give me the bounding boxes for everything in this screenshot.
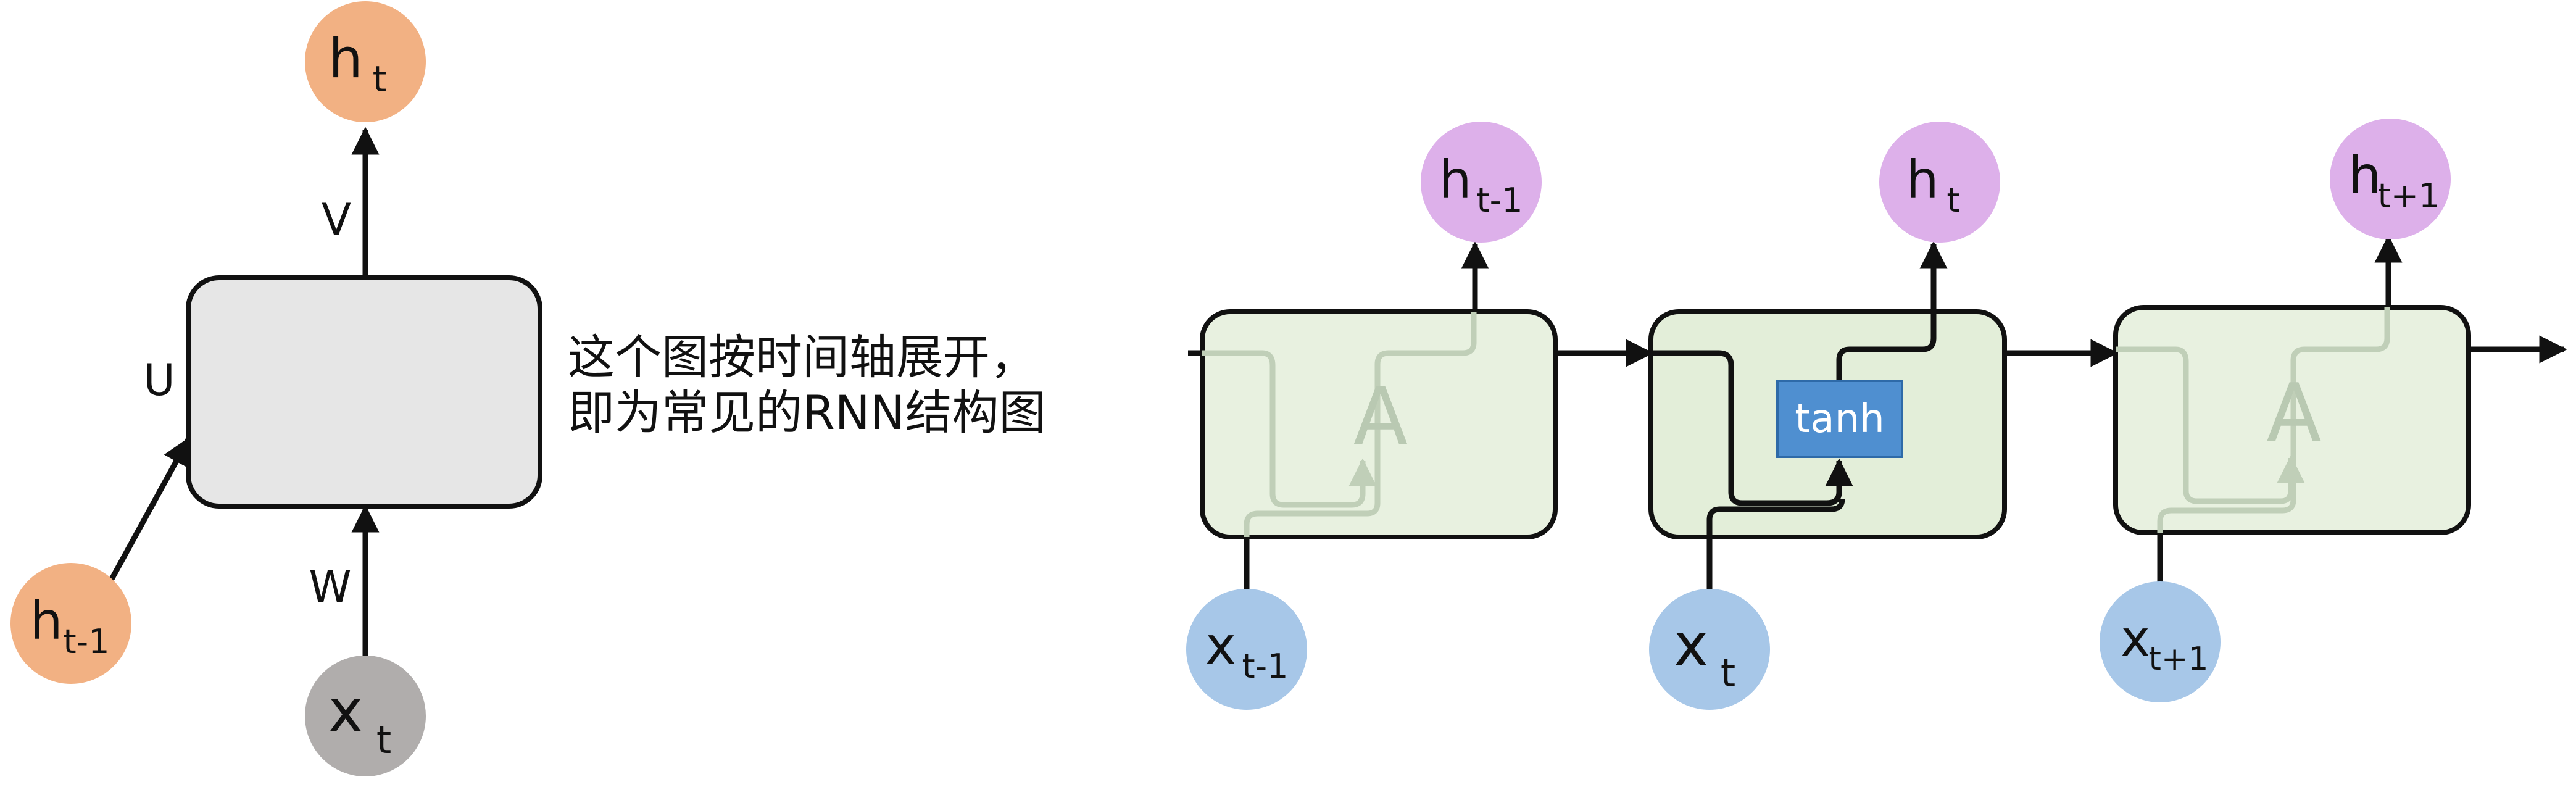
rnn-cell [186, 275, 542, 509]
hidden-to-tanh-path [1651, 350, 1853, 506]
caption-line-1: 这个图按时间轴展开， [568, 330, 1037, 385]
ghost-path [2157, 307, 2390, 580]
tanh-label: tanh [1795, 396, 1884, 442]
output-node-ht: h t [305, 1, 426, 122]
input-node-x-t: x t [1649, 589, 1770, 710]
output-node-h-t: h t [1879, 122, 2000, 243]
node-label-base: h [30, 591, 62, 651]
output-node-h-t-plus-1: h t+1 [2330, 119, 2451, 239]
weight-w-label: W [309, 562, 351, 612]
node-label-base: x [1674, 610, 1709, 680]
cell-ghost-label: A [1353, 370, 1408, 464]
node-label-sub: t-1 [63, 622, 109, 661]
node-label-base: x [1205, 615, 1236, 676]
node-label-base: h [2348, 145, 2381, 206]
input-to-tanh-path [1706, 498, 1845, 589]
prev-hidden-node: h t-1 [10, 563, 131, 684]
input-node-x-t-minus-1: x t-1 [1186, 589, 1307, 710]
node-label-sub: t+1 [2148, 641, 2208, 678]
unrolled-cell-1: A h t-1 x t-1 [1186, 122, 1558, 710]
node-label-base: h [1906, 149, 1938, 210]
node-label-sub: t [1721, 651, 1735, 696]
cell-ghost-label: A [2267, 366, 2322, 460]
node-label-sub: t-1 [1242, 647, 1288, 686]
node-label-base: x [2121, 610, 2150, 667]
output-node-h-t-minus-1: h t-1 [1421, 122, 1542, 243]
folded-rnn: V U W h t x t h t-1 [10, 1, 542, 776]
node-label-base: h [1439, 149, 1471, 210]
unrolled-cell-3: A h t+1 x t+1 [2100, 119, 2471, 702]
caption: 这个图按时间轴展开， 即为常见的RNN结构图 [568, 330, 1046, 440]
node-label-sub: t-1 [1476, 181, 1523, 220]
ghost-path [2116, 346, 2305, 504]
input-node-x-t-plus-1: x t+1 [2100, 581, 2221, 702]
ghost-path [1244, 312, 1477, 580]
weight-u-label: U [143, 355, 175, 406]
node-label-base: h [328, 27, 363, 90]
caption-line-2: 即为常见的RNN结构图 [568, 385, 1046, 440]
node-label-sub: t+1 [2378, 177, 2440, 215]
tanh-to-out-path [1836, 312, 1937, 383]
weight-v-label: V [322, 194, 351, 245]
node-label-base: x [328, 676, 364, 746]
ghost-path [1202, 350, 1377, 508]
unrolled-cell-2: tanh h t x t [1648, 122, 2007, 710]
unrolled-rnn: A h t-1 x t-1 tanh h [1186, 119, 2567, 710]
node-label-sub: t [376, 717, 391, 762]
node-label-sub: t [373, 58, 387, 100]
arrow-hprev-to-cell [109, 437, 191, 582]
tanh-box [1776, 380, 1903, 458]
input-node-xt: x t [305, 656, 426, 776]
node-label-sub: t [1947, 181, 1959, 220]
